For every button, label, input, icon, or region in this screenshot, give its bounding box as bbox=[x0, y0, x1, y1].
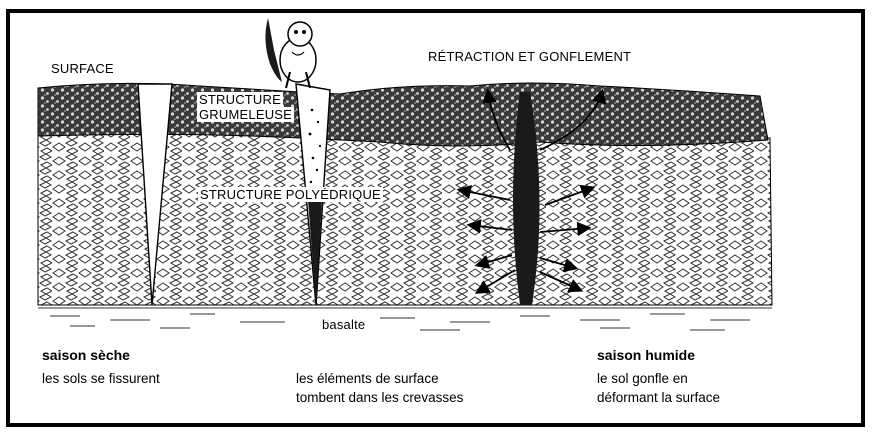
label-structure-grumeleuse-1: STRUCTURE bbox=[197, 92, 283, 107]
animal-icon bbox=[265, 18, 316, 88]
label-surface: SURFACE bbox=[51, 61, 114, 76]
caption-middle-line2: tombent dans les crevasses bbox=[296, 388, 463, 407]
caption-dry-text: les sols se fissurent bbox=[42, 369, 160, 388]
label-basalte: basalte bbox=[320, 317, 367, 332]
caption-middle-line1: les éléments de surface bbox=[296, 369, 439, 388]
label-structure-grumeleuse-2: GRUMELEUSE bbox=[197, 107, 294, 122]
caption-wet-title: saison humide bbox=[597, 347, 695, 363]
basalt-layer bbox=[38, 308, 772, 330]
caption-dry-title: saison sèche bbox=[42, 347, 130, 363]
caption-wet-line2: déformant la surface bbox=[597, 388, 720, 407]
caption-wet-line1: le sol gonfle en bbox=[597, 369, 688, 388]
label-structure-polyedrique: STRUCTURE POLYÉDRIQUE bbox=[198, 187, 383, 202]
label-retraction: RÉTRACTION ET GONFLEMENT bbox=[428, 49, 631, 64]
